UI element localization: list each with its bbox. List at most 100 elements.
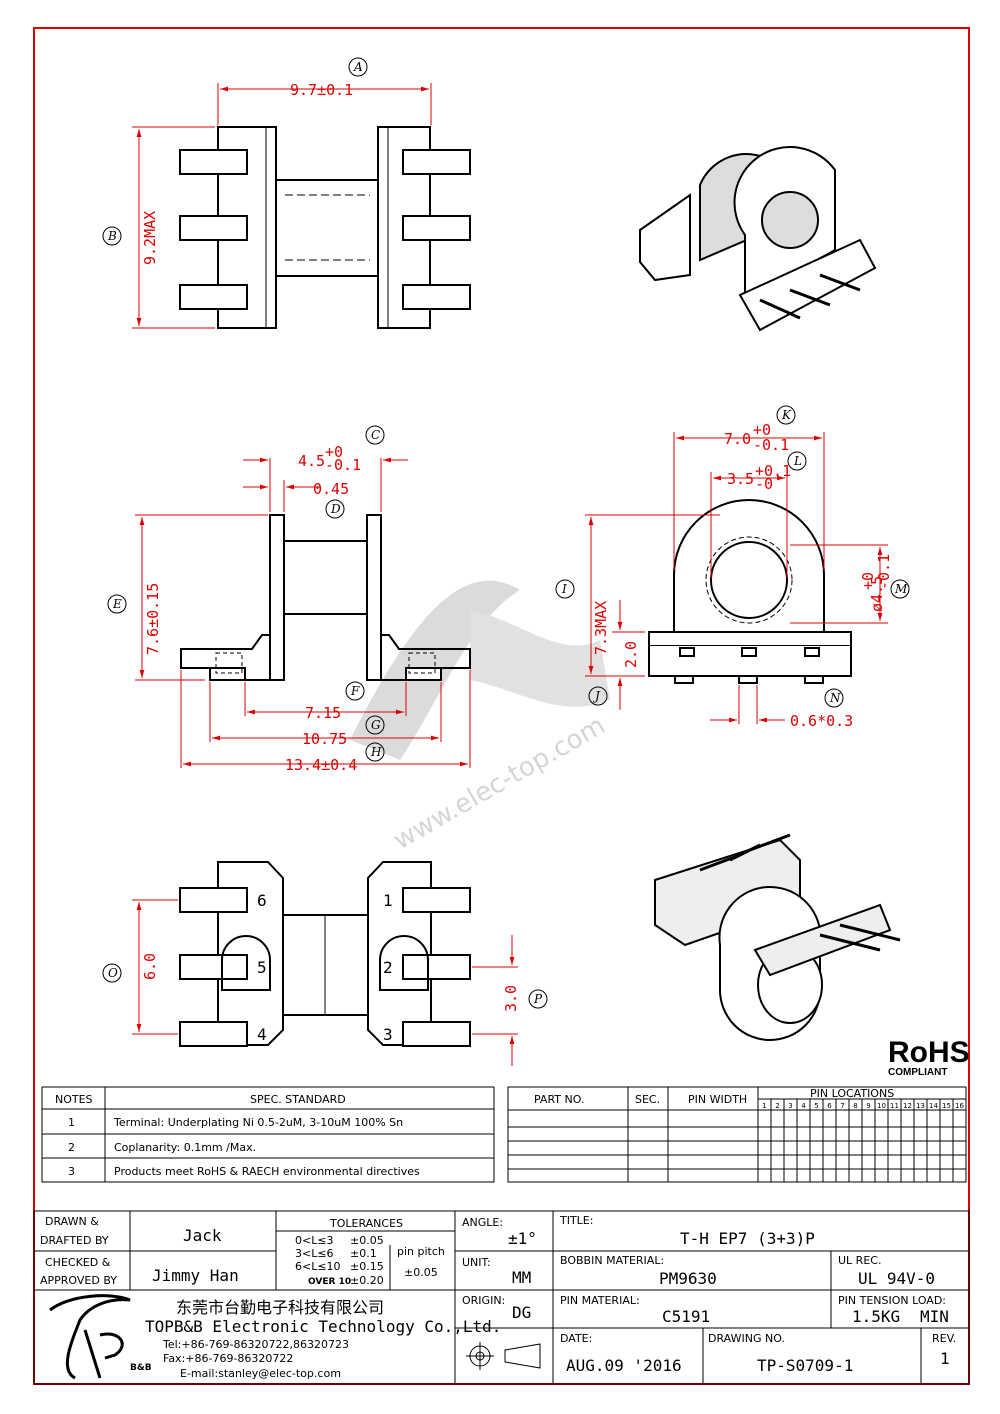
pin-location-number: 15 [942, 1102, 951, 1110]
circle-label-j: J [592, 689, 601, 703]
tol-range-4: OVER 10 [308, 1277, 351, 1287]
circle-label-g: G [371, 718, 381, 732]
dim-k-tol-plus: +0 [753, 421, 771, 439]
dim-h-label: 13.4±0.4 [285, 756, 357, 774]
side-view [648, 499, 852, 684]
pin-location-number: 3 [788, 1102, 792, 1110]
dim-m-label: ø4.5 [868, 576, 886, 612]
company-name-cn: 东莞市台勤电子科技有限公司 [176, 1298, 384, 1317]
circle-labels [102, 57, 910, 1009]
pin-location-number: 13 [916, 1102, 925, 1110]
dim-f-label: 7.15 [305, 704, 341, 722]
approved-by: Jimmy Han [152, 1266, 239, 1285]
circle-label-f: F [350, 684, 360, 698]
dim-c [243, 457, 408, 512]
pin-location-number: 1 [762, 1102, 766, 1110]
rev-label: REV. [932, 1332, 956, 1345]
pin-location-number: 11 [890, 1102, 899, 1110]
tol-range-2: 3<L≤6 [295, 1247, 334, 1260]
date-label: DATE: [560, 1332, 592, 1345]
dim-o [132, 899, 178, 1035]
dim-a-label: 9.7±0.1 [290, 81, 353, 99]
dim-l [710, 472, 788, 578]
tol-value-2: ±0.1 [350, 1247, 377, 1260]
circle-label-c: C [371, 428, 380, 442]
dim-c-tol-plus: +0 [325, 443, 343, 461]
parts-table [507, 1086, 967, 1183]
part-no-header: PART NO. [534, 1093, 584, 1106]
bottom-view [179, 861, 471, 1047]
company-logo [49, 1294, 131, 1380]
rohs-main: RoHS [888, 1036, 970, 1069]
drawing-no-value: TP-S0709-1 [757, 1356, 853, 1375]
dim-n [710, 685, 785, 724]
front-view [180, 514, 471, 681]
bobbin-label: BOBBIN MATERIAL: [560, 1254, 664, 1267]
tol-value-3: ±0.15 [350, 1260, 384, 1273]
dim-c-label: 4.5 [298, 452, 325, 470]
tension-value: 1.5KG [852, 1307, 900, 1326]
pin-width-header: PIN WIDTH [688, 1093, 747, 1106]
pin-location-number: 7 [840, 1102, 844, 1110]
bobbin-value: PM9630 [659, 1269, 717, 1288]
company-fax: Fax:+86-769-86320722 [163, 1352, 293, 1365]
title-block [33, 1210, 970, 1385]
pin-location-number: 4 [801, 1102, 806, 1110]
dim-p-label: 3.0 [502, 985, 520, 1012]
rohs-sub: COMPLIANT [888, 1067, 947, 1078]
dim-k [673, 432, 825, 570]
title-label: TITLE: [559, 1214, 593, 1227]
watermark-text: www.elec-top.com [389, 711, 611, 856]
pin-material-label: PIN MATERIAL: [560, 1294, 640, 1307]
unit-value: MM [512, 1268, 531, 1287]
dim-p [472, 935, 518, 1066]
pin-number-2: 2 [383, 958, 393, 977]
dim-m [790, 544, 888, 624]
sec-header: SEC. [635, 1093, 660, 1106]
dim-o-label: 6.0 [141, 953, 159, 980]
pin-locations-header: PIN LOCATIONS [810, 1087, 894, 1100]
pin-material-value: C5191 [662, 1307, 710, 1326]
dim-l-label: 3.5 [727, 470, 754, 488]
dim-k-label: 7.0 [724, 430, 751, 448]
dim-m-tol-minus: -0.1 [875, 554, 893, 590]
circle-label-e: E [112, 597, 122, 611]
dim-j-label: 2.0 [622, 641, 640, 668]
drawn-by: Jack [183, 1226, 222, 1245]
note-1-num: 1 [68, 1116, 75, 1129]
pin-number-3: 3 [383, 1025, 393, 1044]
isometric-view-bottom [654, 833, 901, 1041]
checked-label-1: CHECKED & [45, 1256, 111, 1269]
pin-location-number: 16 [955, 1102, 964, 1110]
pin-pitch-label: pin pitch [397, 1245, 445, 1258]
projection-symbol [466, 1342, 541, 1370]
spec-header: SPEC. STANDARD [250, 1093, 346, 1106]
dim-k-tol-minus: -0.1 [753, 436, 789, 454]
note-3-num: 3 [68, 1165, 75, 1178]
dim-i [585, 514, 720, 710]
rev-value: 1 [940, 1349, 950, 1368]
logo-sub: B&B [130, 1363, 152, 1373]
rohs-logo: RoHS COMPLIANT [888, 1036, 970, 1078]
top-view [179, 126, 471, 329]
note-2-text: Coplanarity: 0.1mm /Max. [114, 1141, 256, 1154]
origin-label: ORIGIN: [462, 1294, 505, 1307]
note-1-text: Terminal: Underplating Ni 0.5-2uM, 3-10u… [113, 1116, 403, 1129]
pin-location-number: 9 [866, 1102, 870, 1110]
date-value: AUG.09 '2016 [566, 1356, 682, 1375]
pin-location-number: 14 [929, 1102, 938, 1110]
pin-number-6: 6 [257, 891, 267, 910]
company-email: E-mail:stanley@elec-top.com [180, 1367, 341, 1380]
circle-label-n: N [829, 691, 841, 705]
circle-label-h: H [370, 745, 382, 759]
circle-label-o: O [108, 966, 118, 980]
dim-d-label: 0.45 [313, 480, 349, 498]
dim-g-label: 10.75 [302, 730, 347, 748]
pin-location-number: 8 [853, 1102, 857, 1110]
circle-label-p: P [533, 992, 543, 1006]
drawn-label-2: DRAFTED BY [40, 1234, 109, 1247]
dim-i-label: 7.3MAX [592, 601, 610, 655]
isometric-view-top [639, 146, 877, 332]
dim-c-tol-minus: -0.1 [325, 456, 361, 474]
